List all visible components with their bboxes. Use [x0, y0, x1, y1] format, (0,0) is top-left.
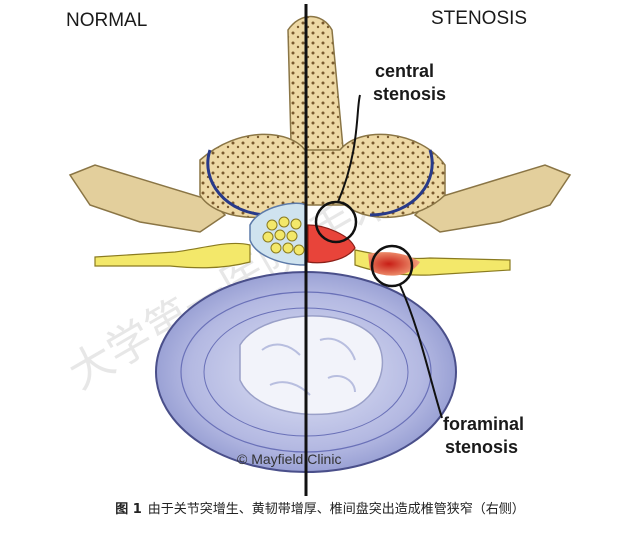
lamina	[199, 133, 446, 218]
figure-number: 图 1	[115, 502, 142, 517]
figure-caption: 图 1 由于关节突增生、黄韧带增厚、椎间盘突出造成椎管狭窄（右侧）	[0, 498, 640, 517]
central-stenosis-label-1: central	[375, 61, 434, 81]
transverse-processes	[68, 164, 572, 233]
normal-label: NORMAL	[66, 10, 147, 31]
figure-caption-text: 由于关节突增生、黄韧带增厚、椎间盘突出造成椎管狭窄（右侧）	[147, 502, 525, 517]
foraminal-stenosis-marker	[370, 244, 443, 419]
stenosis-label: STENOSIS	[431, 8, 527, 29]
copyright-label: © Mayfield Clinic	[237, 451, 341, 467]
spinous-process	[287, 15, 347, 181]
foraminal-stenosis-label-2: stenosis	[445, 437, 518, 457]
central-stenosis-label-2: stenosis	[373, 84, 446, 104]
cauda-equina	[262, 216, 305, 256]
central-stenosis-marker	[314, 94, 361, 244]
foraminal-stenosis-label-1: foraminal	[443, 414, 524, 434]
